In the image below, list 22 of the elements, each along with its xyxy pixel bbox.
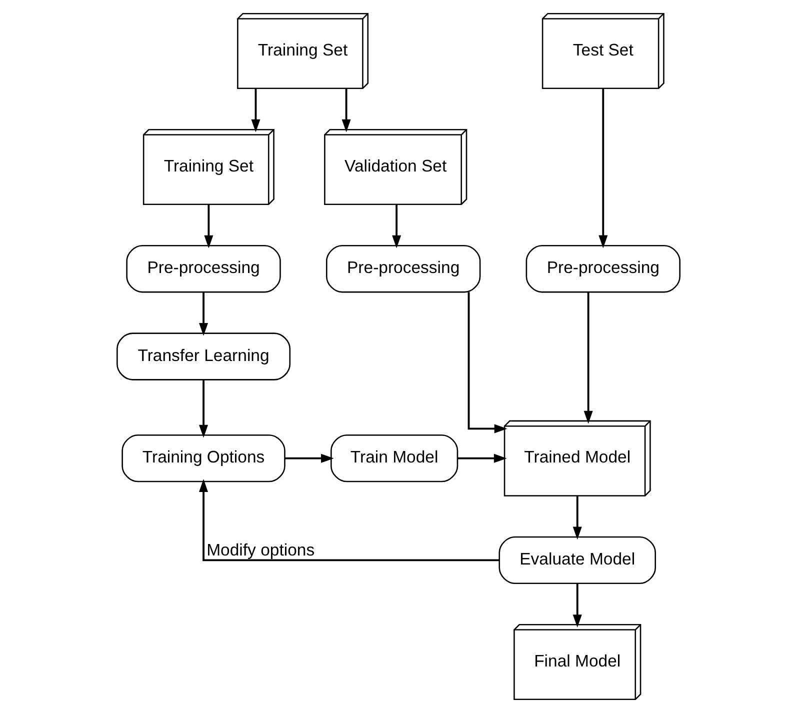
arrow	[251, 88, 260, 132]
node-box: Training Options	[122, 434, 286, 482]
arrow	[584, 292, 593, 424]
arrow	[392, 204, 402, 248]
arrow	[284, 454, 334, 463]
arrow	[598, 88, 608, 248]
node-box: Train Model	[330, 434, 458, 482]
arrow	[458, 454, 507, 463]
arrow	[468, 292, 508, 434]
arrow	[572, 584, 582, 628]
arrow	[199, 479, 499, 562]
arrow	[199, 292, 208, 336]
arrow	[572, 496, 582, 540]
edge-label: Modify options	[206, 540, 315, 560]
node-box: Pre-processing	[326, 245, 481, 293]
node-box: Pre-processing	[126, 245, 281, 293]
arrow	[204, 204, 214, 248]
arrow	[199, 380, 208, 438]
node-box: Pre-processing	[526, 245, 680, 293]
node-box: Evaluate Model	[498, 536, 656, 584]
node-box: Transfer Learning	[116, 332, 291, 380]
arrow	[342, 88, 351, 132]
